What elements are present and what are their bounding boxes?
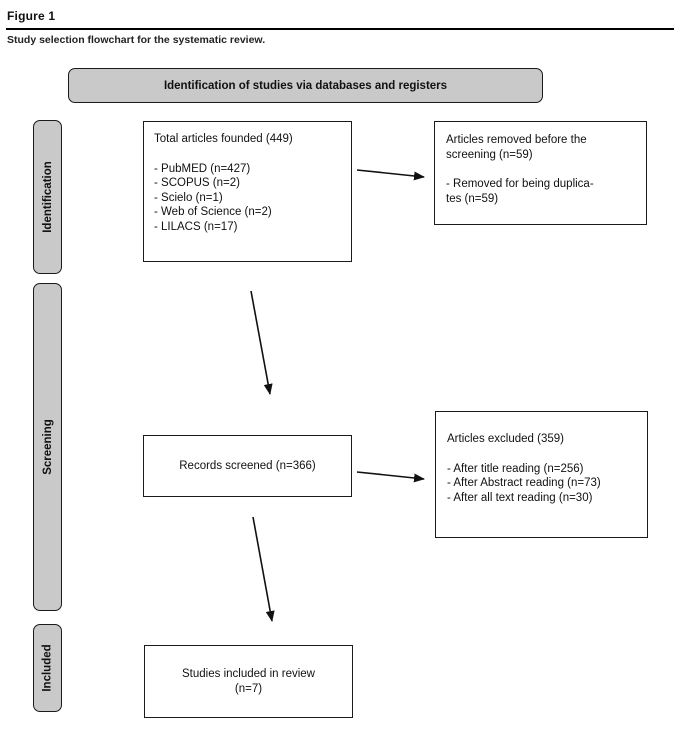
- arrow-total-to-screened: [250, 290, 273, 395]
- box-studies-included: Studies included in review (n=7): [144, 645, 353, 718]
- stage-screening-label: Screening: [41, 419, 54, 475]
- box-articles-excluded: Articles excluded (359) - After title re…: [435, 411, 648, 538]
- source-scielo: - Scielo (n=1): [154, 191, 223, 204]
- excluded-fulltext-reading: - After all text reading (n=30): [447, 491, 593, 504]
- box-total-articles: Total articles founded (449) - PubMED (n…: [143, 121, 352, 262]
- box-records-screened: Records screened (n=366): [143, 435, 352, 497]
- stage-included: Included: [33, 624, 62, 712]
- figure-rule: [6, 28, 674, 30]
- removed-duplicates-line1: - Removed for being duplica-: [446, 178, 594, 190]
- arrow-screened-to-included: [252, 516, 275, 622]
- source-lilacs: - LILACS (n=17): [154, 220, 238, 233]
- spacer: [446, 162, 635, 177]
- total-articles-title: Total articles founded (449): [154, 133, 293, 145]
- figure-caption: Study selection flowchart for the system…: [7, 34, 266, 46]
- banner-identification-databases: Identification of studies via databases …: [68, 68, 543, 103]
- spacer: [447, 447, 636, 462]
- source-web-of-science: - Web of Science (n=2): [154, 206, 272, 218]
- excluded-title-reading: - After title reading (n=256): [447, 462, 584, 475]
- stage-identification: Identification: [33, 120, 62, 274]
- arrow-total-to-removed: [356, 169, 425, 181]
- studies-included-line1: Studies included in review: [182, 668, 315, 680]
- arrow-screened-to-excluded: [356, 471, 425, 483]
- studies-included-line2: (n=7): [234, 682, 263, 695]
- banner-label: Identification of studies via databases …: [163, 79, 448, 92]
- removed-duplicates-line2: tes (n=59): [446, 192, 499, 205]
- excluded-abstract-reading: - After Abstract reading (n=73): [447, 477, 601, 489]
- source-scopus: - SCOPUS (n=2): [154, 177, 240, 189]
- excluded-title: Articles excluded (359): [447, 433, 564, 445]
- figure-label: Figure 1: [7, 9, 56, 23]
- stage-included-label: Included: [41, 644, 54, 692]
- source-pubmed: - PubMED (n=427): [154, 162, 251, 175]
- spacer: [154, 147, 341, 162]
- box-removed-before-screening: Articles removed before the screening (n…: [434, 121, 647, 225]
- removed-title: Articles removed before the screening (n…: [446, 134, 587, 161]
- stage-identification-label: Identification: [41, 161, 54, 233]
- stage-screening: Screening: [33, 283, 62, 611]
- records-screened-title: Records screened (n=366): [179, 459, 316, 472]
